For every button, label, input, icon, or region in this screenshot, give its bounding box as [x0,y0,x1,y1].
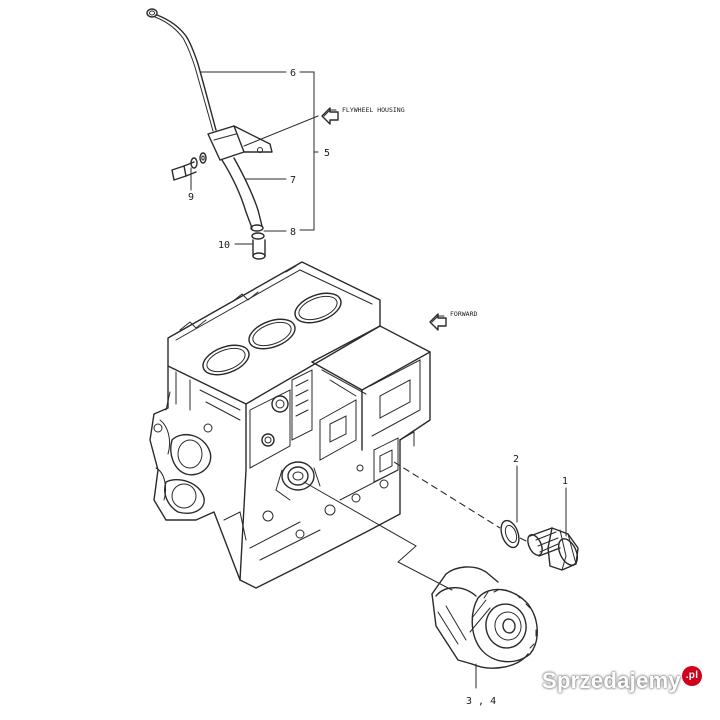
dipstick-assembly [146,8,273,260]
forward-arrow-icon [429,313,447,331]
label-part-9: 9 [188,192,194,203]
label-part-10: 10 [218,240,230,251]
dipstick-leaders [190,71,319,245]
label-part-7: 7 [290,175,296,186]
flywheel-housing-arrow-icon [321,107,339,125]
label-part-5: 5 [324,148,330,159]
part-number-labels: 6 5 7 8 9 10 2 1 3 , 4 FLYWHEEL HOUSING … [188,68,568,707]
engine-block [149,261,431,589]
label-part-6: 6 [290,68,296,79]
forward-note: FORWARD [450,310,477,318]
label-part-8: 8 [290,227,296,238]
site-watermark: Sprzedajemy.pl [542,666,702,694]
label-part-3-4: 3 , 4 [466,696,496,707]
oil-filter [303,481,538,669]
watermark-text: Sprzedajemy [541,668,681,693]
drain-plug-gasket [500,519,520,549]
label-part-1: 1 [562,476,568,487]
flywheel-housing-note: FLYWHEEL HOUSING [342,106,405,114]
watermark-suffix-badge: .pl [682,666,702,686]
drain-plug-centerline [393,461,531,544]
label-part-2: 2 [513,454,519,465]
drain-plug [527,527,579,571]
